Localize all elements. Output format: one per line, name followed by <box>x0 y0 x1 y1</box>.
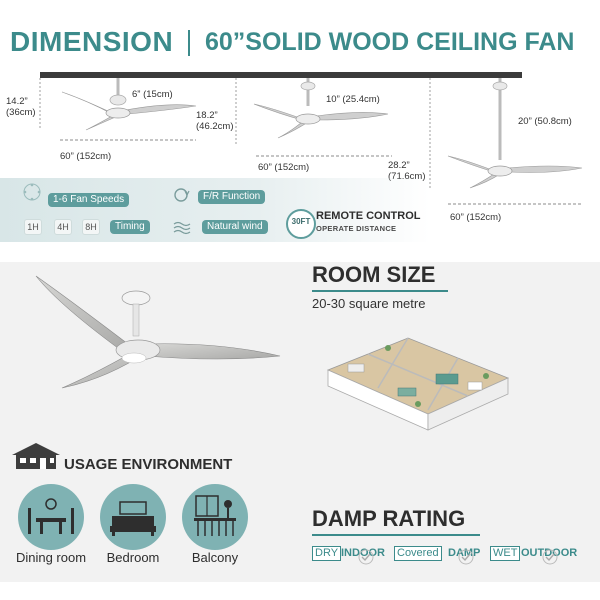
timing-label: Timing <box>110 220 150 234</box>
fan-speeds-label: 1-6 Fan Speeds <box>48 193 130 207</box>
lower-section-background <box>0 262 600 582</box>
fan1-span-label: 60” (152cm) <box>60 151 112 162</box>
room-size-value: 20-30 square metre <box>312 296 426 311</box>
damp-box-wet: WET <box>490 546 521 561</box>
damp-rating-underline <box>312 534 480 536</box>
timer-1h: 1H <box>24 219 42 235</box>
remote-distance-badge: 30FT <box>286 209 316 239</box>
fan2-rod-label: 10” (25.4cm) <box>326 94 380 105</box>
dining-room-icon <box>18 484 84 550</box>
timer-8h: 8H <box>82 219 100 235</box>
usage-label-bedroom: Bedroom <box>106 550 160 565</box>
fan3-height-cm: (71.6cm) <box>388 171 426 182</box>
page-title-product: 60”SOLID WOOD CEILING FAN <box>205 28 575 56</box>
remote-control-title: REMOTE CONTROL <box>316 210 421 222</box>
title-divider <box>188 30 190 56</box>
fan-diagram-3 <box>429 78 583 205</box>
usage-label-balcony: Balcony <box>191 550 239 565</box>
remote-control-subtitle: OPERATE DISTANCE <box>316 224 397 233</box>
reverse-function-icon <box>174 188 190 202</box>
floor-plan-illustration <box>326 337 510 431</box>
feature-panel: 1-6 Fan Speeds F/R Function 1H 4H 8H Tim… <box>0 178 430 242</box>
page-title-dimension: DIMENSION <box>10 26 174 57</box>
fan1-rod-label: 6” (15cm) <box>132 89 173 100</box>
room-size-underline <box>312 290 448 292</box>
damp-word-outdoor: OUTDOOR <box>521 547 578 559</box>
fan1-height-cm: (36cm) <box>6 107 36 118</box>
damp-word-damp: DAMP <box>448 547 481 559</box>
damp-rating-title: DAMP RATING <box>312 506 466 531</box>
natural-wind-icon <box>173 221 191 235</box>
fan-speed-icon <box>23 183 41 201</box>
natural-wind-label: Natural wind <box>202 220 268 234</box>
timer-4h: 4H <box>54 219 72 235</box>
fan2-height-inch: 18.2” <box>196 110 218 121</box>
ceiling-fan-product-image <box>35 275 281 389</box>
checkmark-icon <box>358 549 374 565</box>
damp-word-indoor: INDOOR <box>341 547 385 559</box>
fan3-span-label: 60” (152cm) <box>450 212 502 223</box>
fan-diagram-2 <box>235 78 392 157</box>
bedroom-icon <box>100 484 166 550</box>
house-icon <box>12 443 60 469</box>
fan-dimension-diagrams <box>39 78 583 205</box>
fr-function-label: F/R Function <box>198 190 266 204</box>
balcony-icon <box>182 484 248 550</box>
usage-environment-title: USAGE ENVIRONMENT <box>64 456 233 473</box>
fan-diagram-1 <box>39 78 197 141</box>
fan2-span-label: 60” (152cm) <box>258 162 310 173</box>
fan3-rod-label: 20” (50.8cm) <box>518 116 572 127</box>
room-size-title: ROOM SIZE <box>312 262 436 287</box>
ceiling-bar <box>40 72 522 78</box>
usage-label-dining-room: Dining room <box>15 550 87 565</box>
checkmark-icon <box>542 549 558 565</box>
fan1-height-inch: 14.2” <box>6 96 28 107</box>
fan3-height-inch: 28.2” <box>388 160 410 171</box>
checkmark-icon <box>458 549 474 565</box>
fan2-height-cm: (46.2cm) <box>196 121 234 132</box>
damp-box-dry: DRY <box>312 546 342 561</box>
damp-box-covered: Covered <box>394 546 442 561</box>
